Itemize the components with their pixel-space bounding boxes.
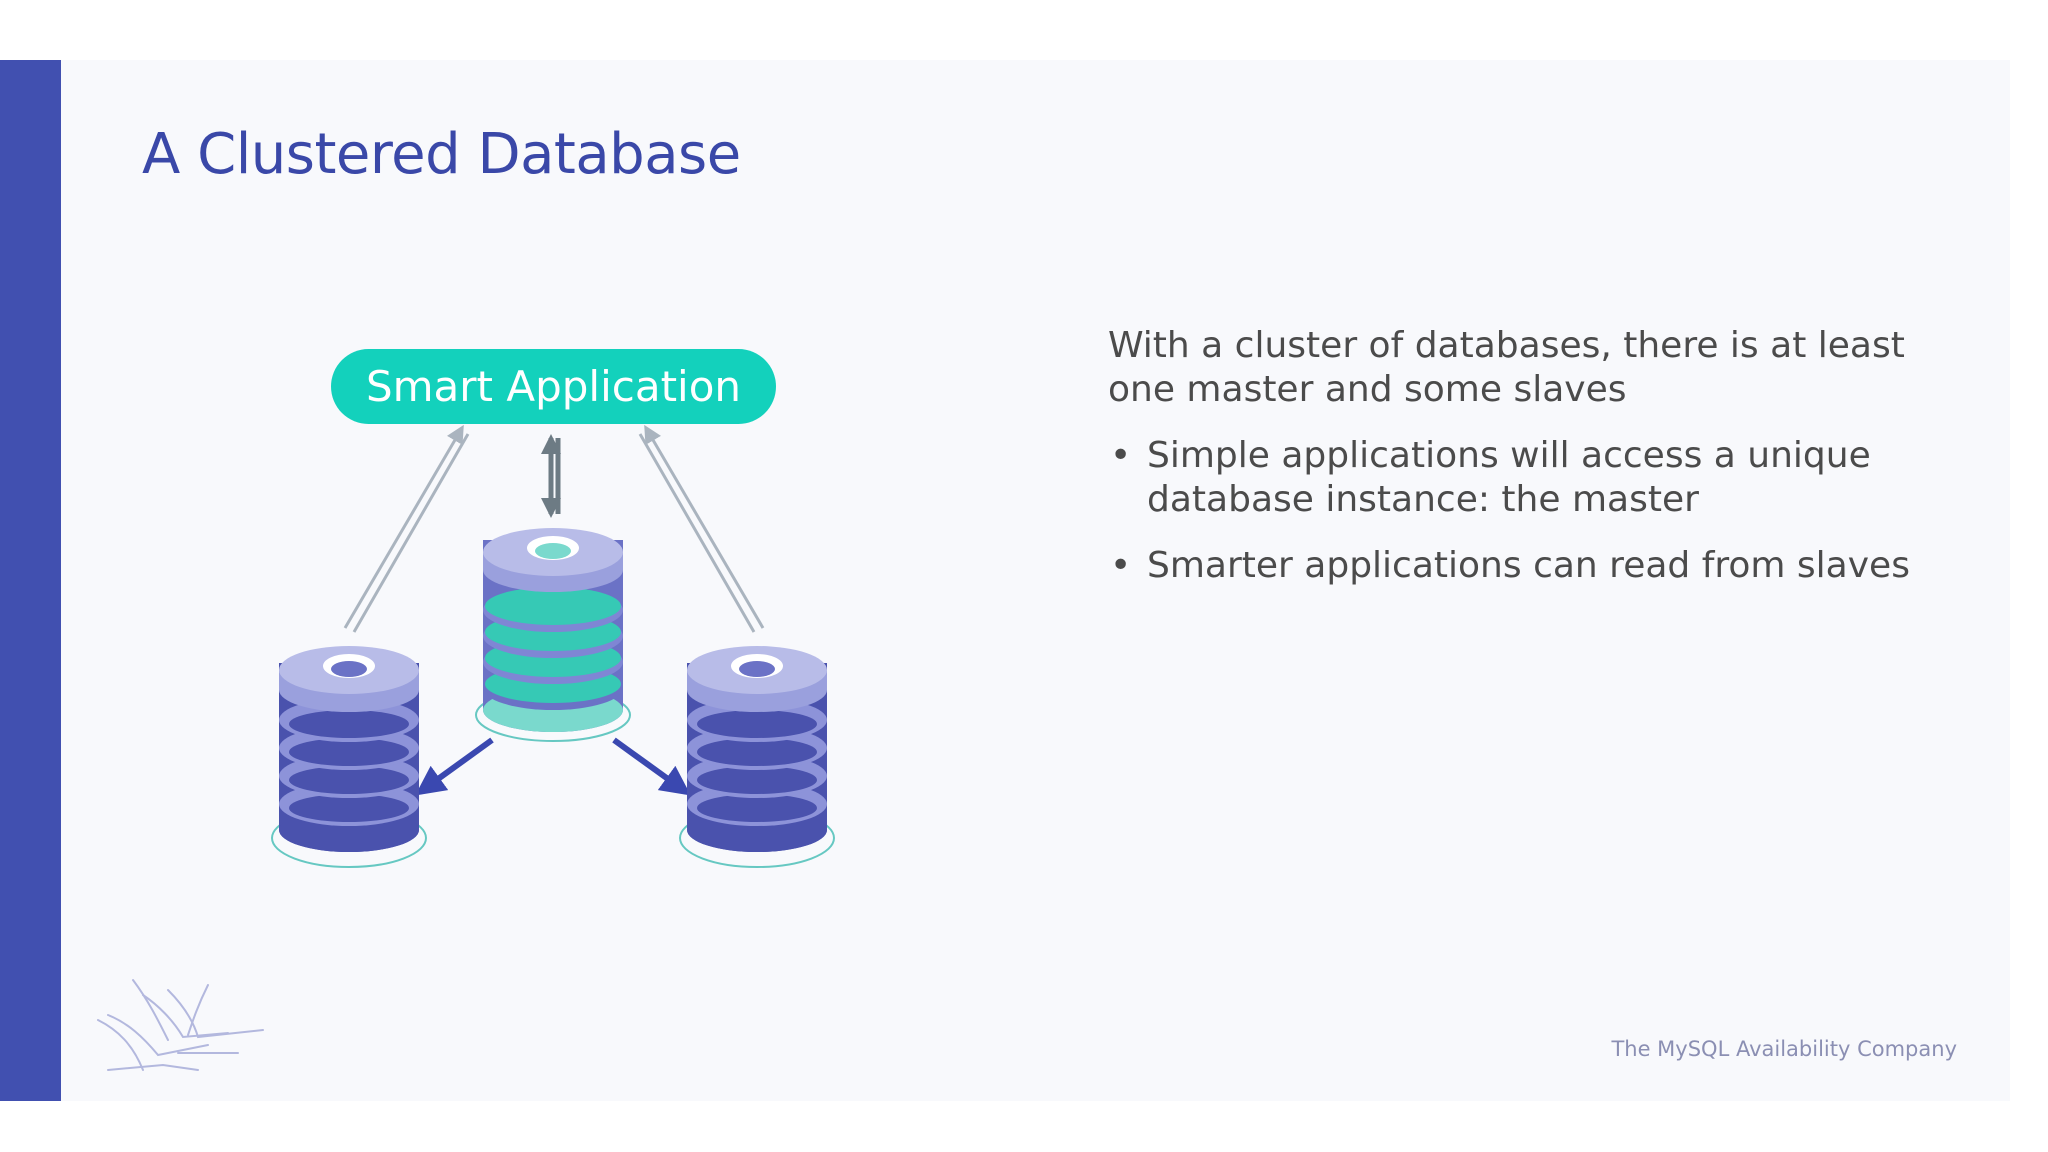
intro-text: With a cluster of databases, there is at… xyxy=(1108,325,1905,410)
slide: A Clustered Database xyxy=(0,60,2010,1101)
replication-arrow-left xyxy=(415,737,494,796)
company-tagline: The MySQL Availability Company xyxy=(1611,1037,1957,1061)
read-arrow-left xyxy=(343,424,470,633)
smart-application-node: Smart Application xyxy=(331,349,776,424)
content-text: With a cluster of databases, there is at… xyxy=(1108,324,1928,610)
master-database-icon xyxy=(475,528,631,742)
slave-database-left-icon xyxy=(271,646,427,868)
birds-logo-icon xyxy=(97,979,264,1071)
bullet-icon: • xyxy=(1110,545,1132,586)
bullet-icon: • xyxy=(1110,435,1132,476)
cluster-diagram: Smart Application xyxy=(240,270,890,890)
bullet-item: • Simple applications will access a uniq… xyxy=(1108,434,1928,522)
read-arrow-right xyxy=(638,424,765,633)
bullet-list: • Simple applications will access a uniq… xyxy=(1108,434,1928,588)
bullet-text: Simple applications will access a unique… xyxy=(1147,435,1871,520)
replication-arrow-right xyxy=(612,737,691,796)
slave-database-right-icon xyxy=(679,646,835,868)
slide-title: A Clustered Database xyxy=(142,122,741,187)
master-arrow xyxy=(541,434,561,518)
bullet-item: • Smarter applications can read from sla… xyxy=(1108,544,1928,588)
accent-bar xyxy=(0,60,61,1101)
bullet-text: Smarter applications can read from slave… xyxy=(1147,545,1910,586)
cluster-diagram-graphic xyxy=(271,424,835,868)
